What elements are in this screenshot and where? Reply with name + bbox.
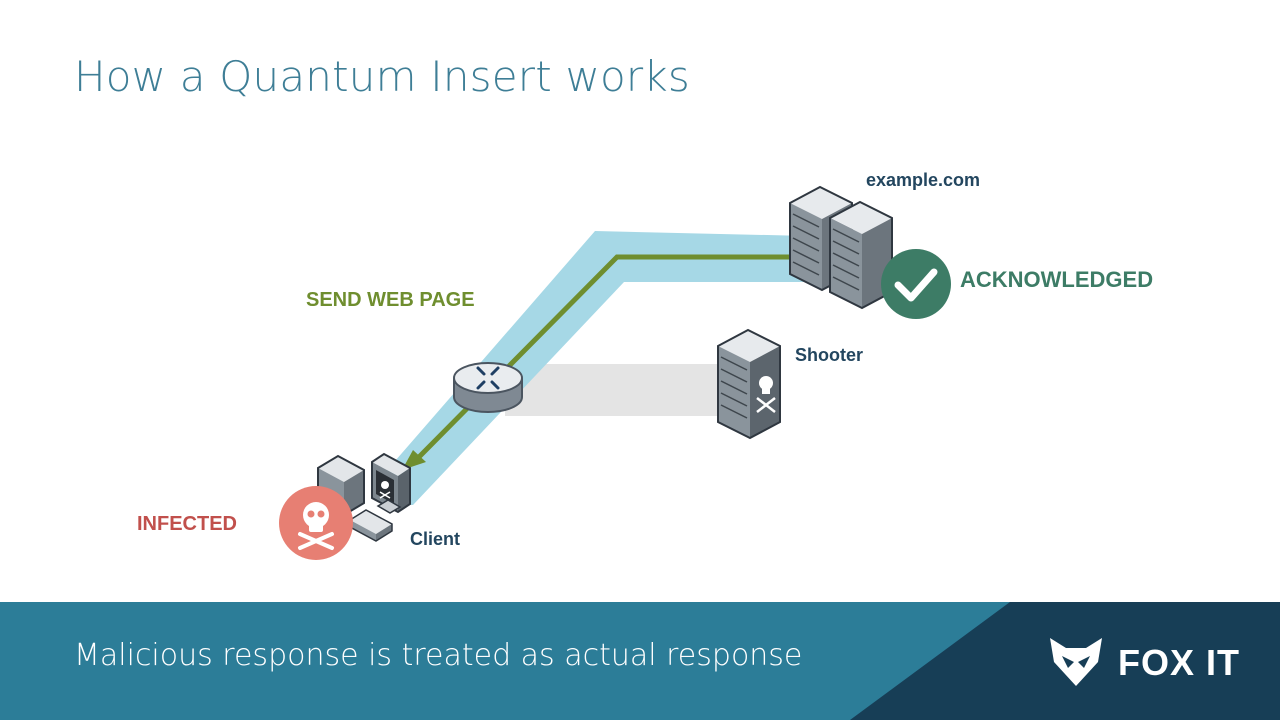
client-computer-icon	[317, 452, 411, 542]
acknowledged-check-icon	[881, 249, 951, 319]
slide-title: How a Quantum Insert works	[74, 52, 690, 101]
shooter-label: Shooter	[795, 345, 863, 365]
router-icon	[453, 362, 523, 413]
quantum-insert-diagram: example.com ACKNOWLEDGED SEND WEB PAGE S…	[137, 170, 1153, 560]
brand-name: FOX IT	[1118, 642, 1240, 683]
server-label: example.com	[866, 170, 980, 190]
footer-bar: Malicious response is treated as actual …	[0, 602, 1280, 720]
skull-icon	[756, 376, 776, 413]
server-rack-icon	[789, 185, 893, 310]
fox-head-icon	[1050, 638, 1102, 686]
infected-label: INFECTED	[137, 513, 237, 535]
slide-caption: Malicious response is treated as actual …	[74, 638, 803, 673]
acknowledged-label: ACKNOWLEDGED	[960, 267, 1153, 292]
infected-skull-icon	[279, 486, 353, 560]
client-label: Client	[410, 529, 460, 549]
fox-it-logo: FOX IT	[1048, 632, 1258, 692]
flow-label: SEND WEB PAGE	[306, 289, 475, 311]
shooter-lane	[505, 364, 723, 416]
shooter-server-icon	[717, 328, 781, 440]
